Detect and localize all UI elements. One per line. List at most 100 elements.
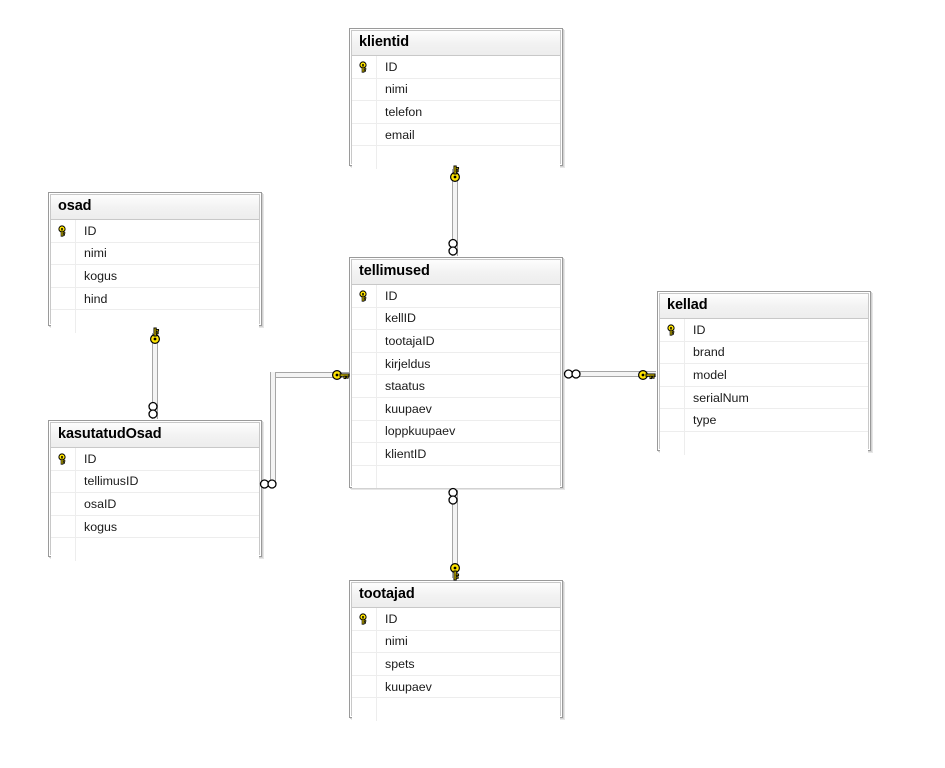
entity-field-label: ID xyxy=(385,611,398,626)
relationship-endpoint-many-kasutatudosad-top xyxy=(147,401,159,421)
relationship-kellad-tellimused-line[interactable] xyxy=(566,371,656,377)
entity-field-label: kogus xyxy=(84,268,118,283)
primary-key-icon xyxy=(352,56,377,78)
entity-field-row[interactable]: kuupaev xyxy=(352,675,560,699)
relationship-tellimused-kasutatudosad-segment-down[interactable] xyxy=(270,372,276,487)
relationship-endpoint-key-tootajad xyxy=(447,562,463,582)
relationship-endpoint-key-osad xyxy=(147,327,163,345)
entity-table-title: kellad xyxy=(660,294,868,319)
relationship-osad-kasutatudosad-line[interactable] xyxy=(152,329,158,419)
entity-field-row[interactable]: email xyxy=(352,123,560,147)
entity-field-label: nimi xyxy=(84,246,107,261)
field-gutter xyxy=(51,287,76,310)
entity-field-label: serialNum xyxy=(693,390,749,405)
entity-field-row[interactable]: osaID xyxy=(51,493,259,516)
entity-field-row[interactable]: kellID xyxy=(352,307,560,331)
entity-field-label: kirjeldus xyxy=(385,356,431,371)
entity-field-row[interactable]: loppkuupaev xyxy=(352,420,560,444)
field-gutter xyxy=(51,310,76,333)
entity-field-label: type xyxy=(693,413,717,428)
field-gutter xyxy=(352,465,377,489)
entity-table-title: klientid xyxy=(352,31,560,56)
entity-field-row[interactable]: model xyxy=(660,364,868,387)
entity-field-row[interactable]: type xyxy=(660,409,868,432)
entity-field-row[interactable]: nimi xyxy=(51,242,259,266)
entity-field-row[interactable]: ID xyxy=(352,285,560,308)
entity-field-label: email xyxy=(385,127,415,142)
field-gutter xyxy=(352,443,377,465)
entity-field-label: kuupaev xyxy=(385,679,432,694)
entity-field-row[interactable]: nimi xyxy=(352,78,560,102)
field-gutter xyxy=(660,341,685,364)
field-gutter xyxy=(51,265,76,287)
relationship-endpoint-key-tellimused-left xyxy=(331,368,352,382)
entity-empty-row xyxy=(51,538,259,561)
relationship-endpoint-key-klientid xyxy=(447,165,463,183)
field-gutter xyxy=(352,352,377,375)
entity-empty-row xyxy=(51,310,259,333)
entity-field-list: ID kellID tootajaID kirjeldus staatus kuupaev… xyxy=(352,285,560,489)
entity-field-row[interactable]: nimi xyxy=(352,630,560,654)
field-gutter xyxy=(352,698,377,721)
field-gutter xyxy=(51,538,76,561)
entity-field-row[interactable]: kogus xyxy=(51,265,259,288)
entity-field-row[interactable]: ID xyxy=(51,220,259,243)
entity-field-label: staatus xyxy=(385,379,425,394)
field-gutter xyxy=(352,123,377,146)
entity-table-title: kasutatudOsad xyxy=(51,423,259,448)
field-gutter xyxy=(352,375,377,397)
relationship-tootajad-tellimused-line[interactable] xyxy=(452,490,458,578)
relationship-tellimused-kasutatudosad-segment-top[interactable] xyxy=(270,372,350,378)
entity-field-label: brand xyxy=(693,345,725,360)
entity-field-row[interactable]: tootajaID xyxy=(352,330,560,353)
entity-field-label: ID xyxy=(385,59,398,74)
entity-field-row[interactable]: hind xyxy=(51,287,259,311)
relationship-klientid-tellimused-line[interactable] xyxy=(452,168,458,256)
entity-field-row[interactable]: brand xyxy=(660,341,868,365)
entity-field-label: telefon xyxy=(385,104,423,119)
entity-field-row[interactable]: spets xyxy=(352,653,560,676)
field-gutter xyxy=(352,307,377,330)
entity-table-title: tootajad xyxy=(352,583,560,608)
field-gutter xyxy=(51,242,76,265)
primary-key-icon xyxy=(51,448,76,470)
entity-field-list: ID brand model serialNum type xyxy=(660,319,868,455)
entity-field-label: nimi xyxy=(385,634,408,649)
entity-field-label: model xyxy=(693,367,727,382)
entity-field-row[interactable]: klientID xyxy=(352,443,560,466)
entity-field-row[interactable]: telefon xyxy=(352,101,560,124)
entity-field-row[interactable]: kirjeldus xyxy=(352,352,560,376)
entity-empty-row xyxy=(352,698,560,721)
entity-field-row[interactable]: ID xyxy=(51,448,259,471)
entity-field-row[interactable]: kogus xyxy=(51,515,259,539)
field-gutter xyxy=(352,146,377,169)
entity-field-row[interactable]: kuupaev xyxy=(352,397,560,421)
entity-field-row[interactable]: ID xyxy=(352,608,560,631)
entity-empty-row xyxy=(660,431,868,455)
entity-field-row[interactable]: tellimusID xyxy=(51,470,259,494)
entity-field-label: hind xyxy=(84,291,108,306)
relationship-endpoint-many-tellimused-top xyxy=(447,238,459,258)
entity-field-row[interactable]: ID xyxy=(660,319,868,342)
entity-field-row[interactable]: serialNum xyxy=(660,386,868,410)
entity-field-label: kellID xyxy=(385,311,416,326)
entity-field-row[interactable]: staatus xyxy=(352,375,560,398)
field-gutter xyxy=(51,515,76,538)
entity-field-label: ID xyxy=(385,288,398,303)
entity-empty-row xyxy=(352,465,560,489)
field-gutter xyxy=(352,653,377,675)
entity-field-row[interactable]: ID xyxy=(352,56,560,79)
relationship-endpoint-many-kasutatudosad-right xyxy=(259,478,279,490)
